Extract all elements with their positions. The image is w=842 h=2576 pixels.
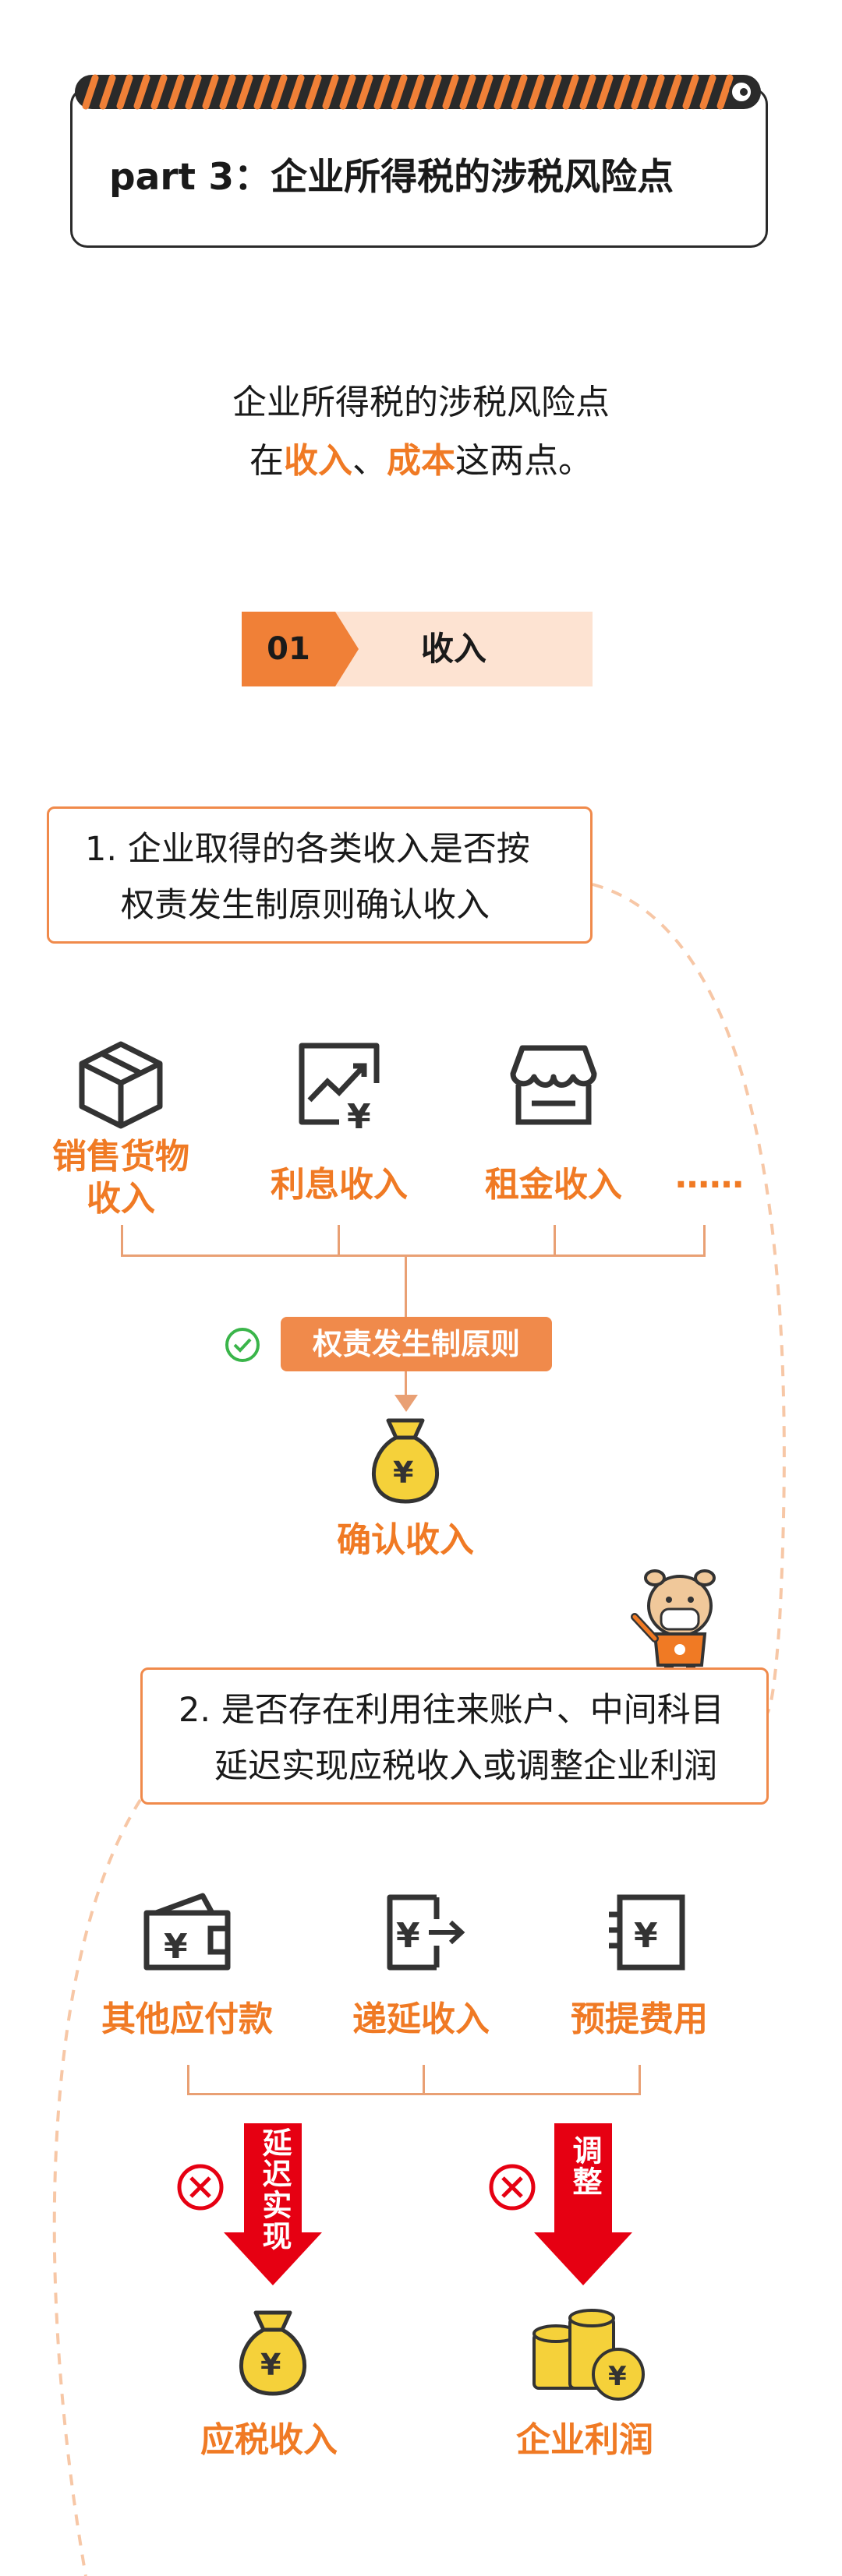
svg-text:¥: ¥ (634, 1916, 658, 1956)
doc-yen-icon: ¥ (609, 1894, 685, 1971)
wallet-yen-icon: ¥ (143, 1893, 231, 1971)
bracket-1-tick (554, 1225, 556, 1256)
arrow-stem (405, 1371, 407, 1403)
question-2-line-2: 延迟实现应税收入或调整企业利润 (214, 1747, 717, 1786)
question-2-box: 2. 是否存在利用往来账户、中间科目 延迟实现应税收入或调整企业利润 (140, 1667, 769, 1805)
highlight-income: 收入 (284, 441, 352, 481)
svg-text:¥: ¥ (347, 1097, 371, 1130)
svg-text:¥: ¥ (396, 1916, 420, 1956)
highlight-cost: 成本 (387, 441, 455, 481)
question-1-box: 1. 企业取得的各类收入是否按 权责发生制原则确认收入 (47, 806, 593, 944)
income-type-sales: 销售货物 收入 (31, 1136, 210, 1220)
bracket-1-tick (338, 1225, 340, 1256)
binding-coil-icon (75, 74, 761, 110)
red-down-arrow-icon (534, 2123, 632, 2285)
arrow-text-delay: 延迟实现 (257, 2127, 292, 2252)
cross-circle-icon (489, 2164, 536, 2211)
check-circle-icon (225, 1328, 260, 1362)
intro-suffix: 这两点。 (455, 441, 593, 481)
svg-text:¥: ¥ (608, 2361, 627, 2392)
confirm-income-label: 确认收入 (337, 1520, 474, 1560)
bracket-1-tick (703, 1225, 706, 1256)
bracket-1-tick (121, 1225, 123, 1256)
intro-prefix: 在 (249, 441, 284, 481)
account-accrued-expenses: 预提费用 (571, 1999, 708, 2039)
arrow-text-adjust: 调整 (568, 2135, 602, 2197)
store-icon (510, 1045, 597, 1125)
question-1-line-2: 权责发生制原则确认收入 (121, 886, 490, 925)
money-bag-icon: ¥ (239, 2310, 307, 2396)
principle-badge: 权责发生制原则 (281, 1317, 552, 1371)
svg-text:¥: ¥ (164, 1927, 188, 1967)
bracket-1-horizontal (121, 1254, 706, 1257)
outcome-taxable-income: 应税收入 (200, 2420, 338, 2460)
account-deferred-income: 递延收入 (352, 1999, 490, 2039)
mascot-icon (631, 1569, 716, 1676)
arrow-down-icon (394, 1395, 418, 1412)
bracket-2-tick (639, 2065, 641, 2094)
bracket-1-stem (405, 1256, 407, 1317)
income-type-sales-line-2: 收入 (87, 1179, 155, 1219)
section-tag-arrow (335, 612, 359, 686)
question-2-line-1: 2. 是否存在利用往来账户、中间科目 (179, 1691, 724, 1730)
section-number: 01 (242, 612, 335, 686)
coin-stacks-icon: ¥ (532, 2309, 645, 2401)
title-card (70, 87, 768, 248)
red-down-arrow-icon (224, 2123, 322, 2285)
income-type-more: …… (675, 1156, 744, 1196)
page-title: part 3：企业所得税的涉税风险点 (109, 156, 674, 199)
doc-yen-arrow-icon: ¥ (387, 1894, 465, 1971)
bracket-2-tick (187, 2065, 189, 2094)
question-1-line-1: 1. 企业取得的各类收入是否按 (85, 830, 530, 869)
bracket-2-tick (423, 2065, 425, 2094)
money-bag-icon: ¥ (371, 1418, 440, 1504)
income-type-rent: 租金收入 (485, 1165, 622, 1205)
cross-circle-icon (177, 2164, 224, 2211)
svg-text:¥: ¥ (260, 2348, 281, 2382)
intro-sep: 、 (352, 441, 387, 481)
bracket-2-horizontal (187, 2093, 641, 2095)
account-other-payables: 其他应付款 (101, 1999, 273, 2039)
intro-line-1: 企业所得税的涉税风险点 (232, 383, 610, 422)
income-type-sales-line-1: 销售货物 (52, 1137, 189, 1177)
outcome-enterprise-profit: 企业利润 (516, 2420, 653, 2460)
box-icon (79, 1041, 163, 1129)
section-label: 收入 (421, 630, 487, 668)
chart-yen-icon: ¥ (299, 1043, 380, 1130)
intro-line-2: 在收入、成本这两点。 (0, 432, 842, 482)
income-type-interest: 利息收入 (271, 1165, 408, 1205)
svg-text:¥: ¥ (393, 1456, 413, 1490)
